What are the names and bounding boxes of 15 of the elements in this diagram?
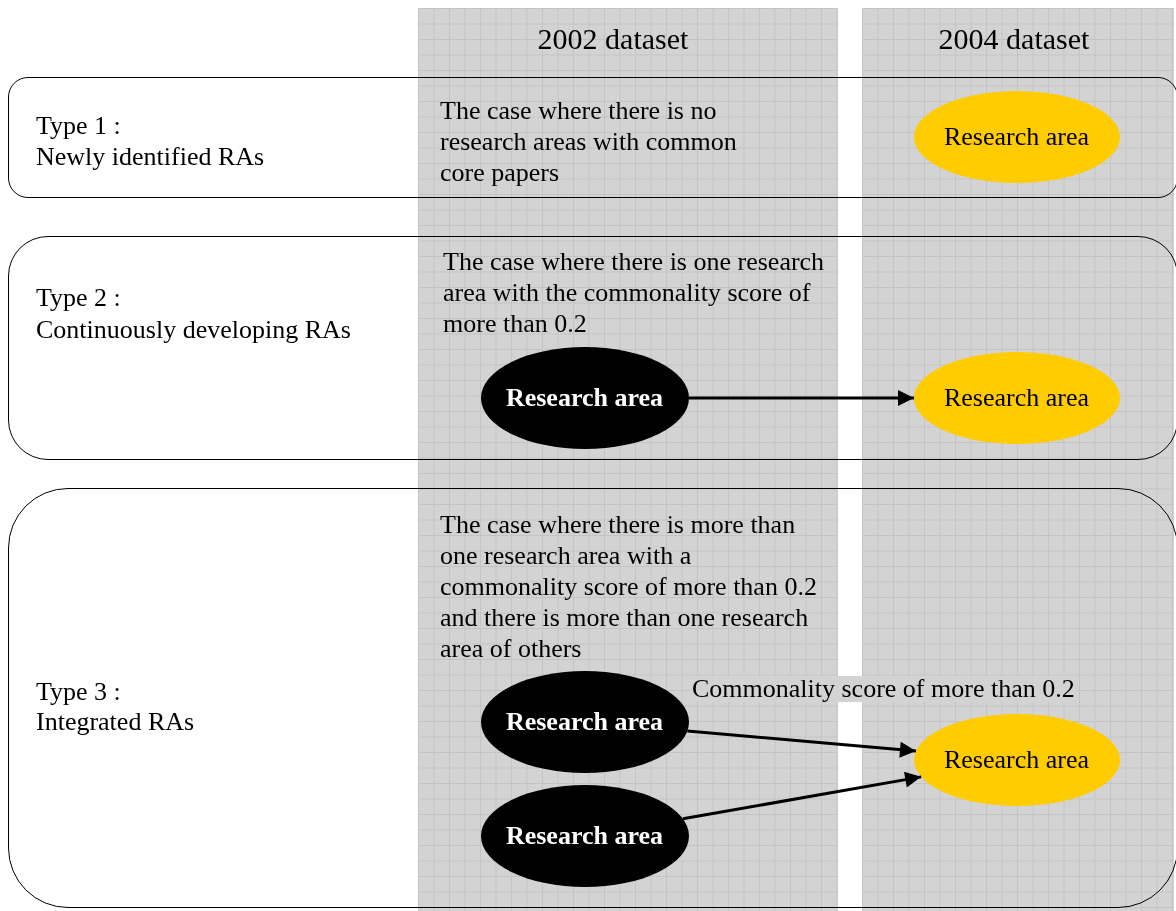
case-description: The case where there is more than one research area with a commonality score of more than 0.2 and there is more than one research area of others [440, 509, 818, 664]
arrow [682, 771, 922, 821]
case-description: The case where there is one research area with the commonality score of more than 0.2 [443, 246, 826, 339]
column-heading: 2004 dataset [938, 22, 1090, 56]
type-number: Type 3 : [36, 676, 121, 707]
arrow [687, 729, 917, 758]
edge-label: Commonality score of more than 0.2 [690, 676, 1077, 702]
type-name: Continuously developing RAs [36, 314, 351, 345]
type-name: Integrated RAs [36, 706, 195, 737]
type-number: Type 2 : [36, 282, 121, 313]
case-description: The case where there is no research areas with common core papers [440, 95, 738, 188]
arrow [689, 390, 914, 406]
column-heading: 2002 dataset [537, 22, 689, 56]
type-number: Type 1 : [36, 110, 121, 141]
type-name: Newly identified RAs [36, 141, 265, 172]
